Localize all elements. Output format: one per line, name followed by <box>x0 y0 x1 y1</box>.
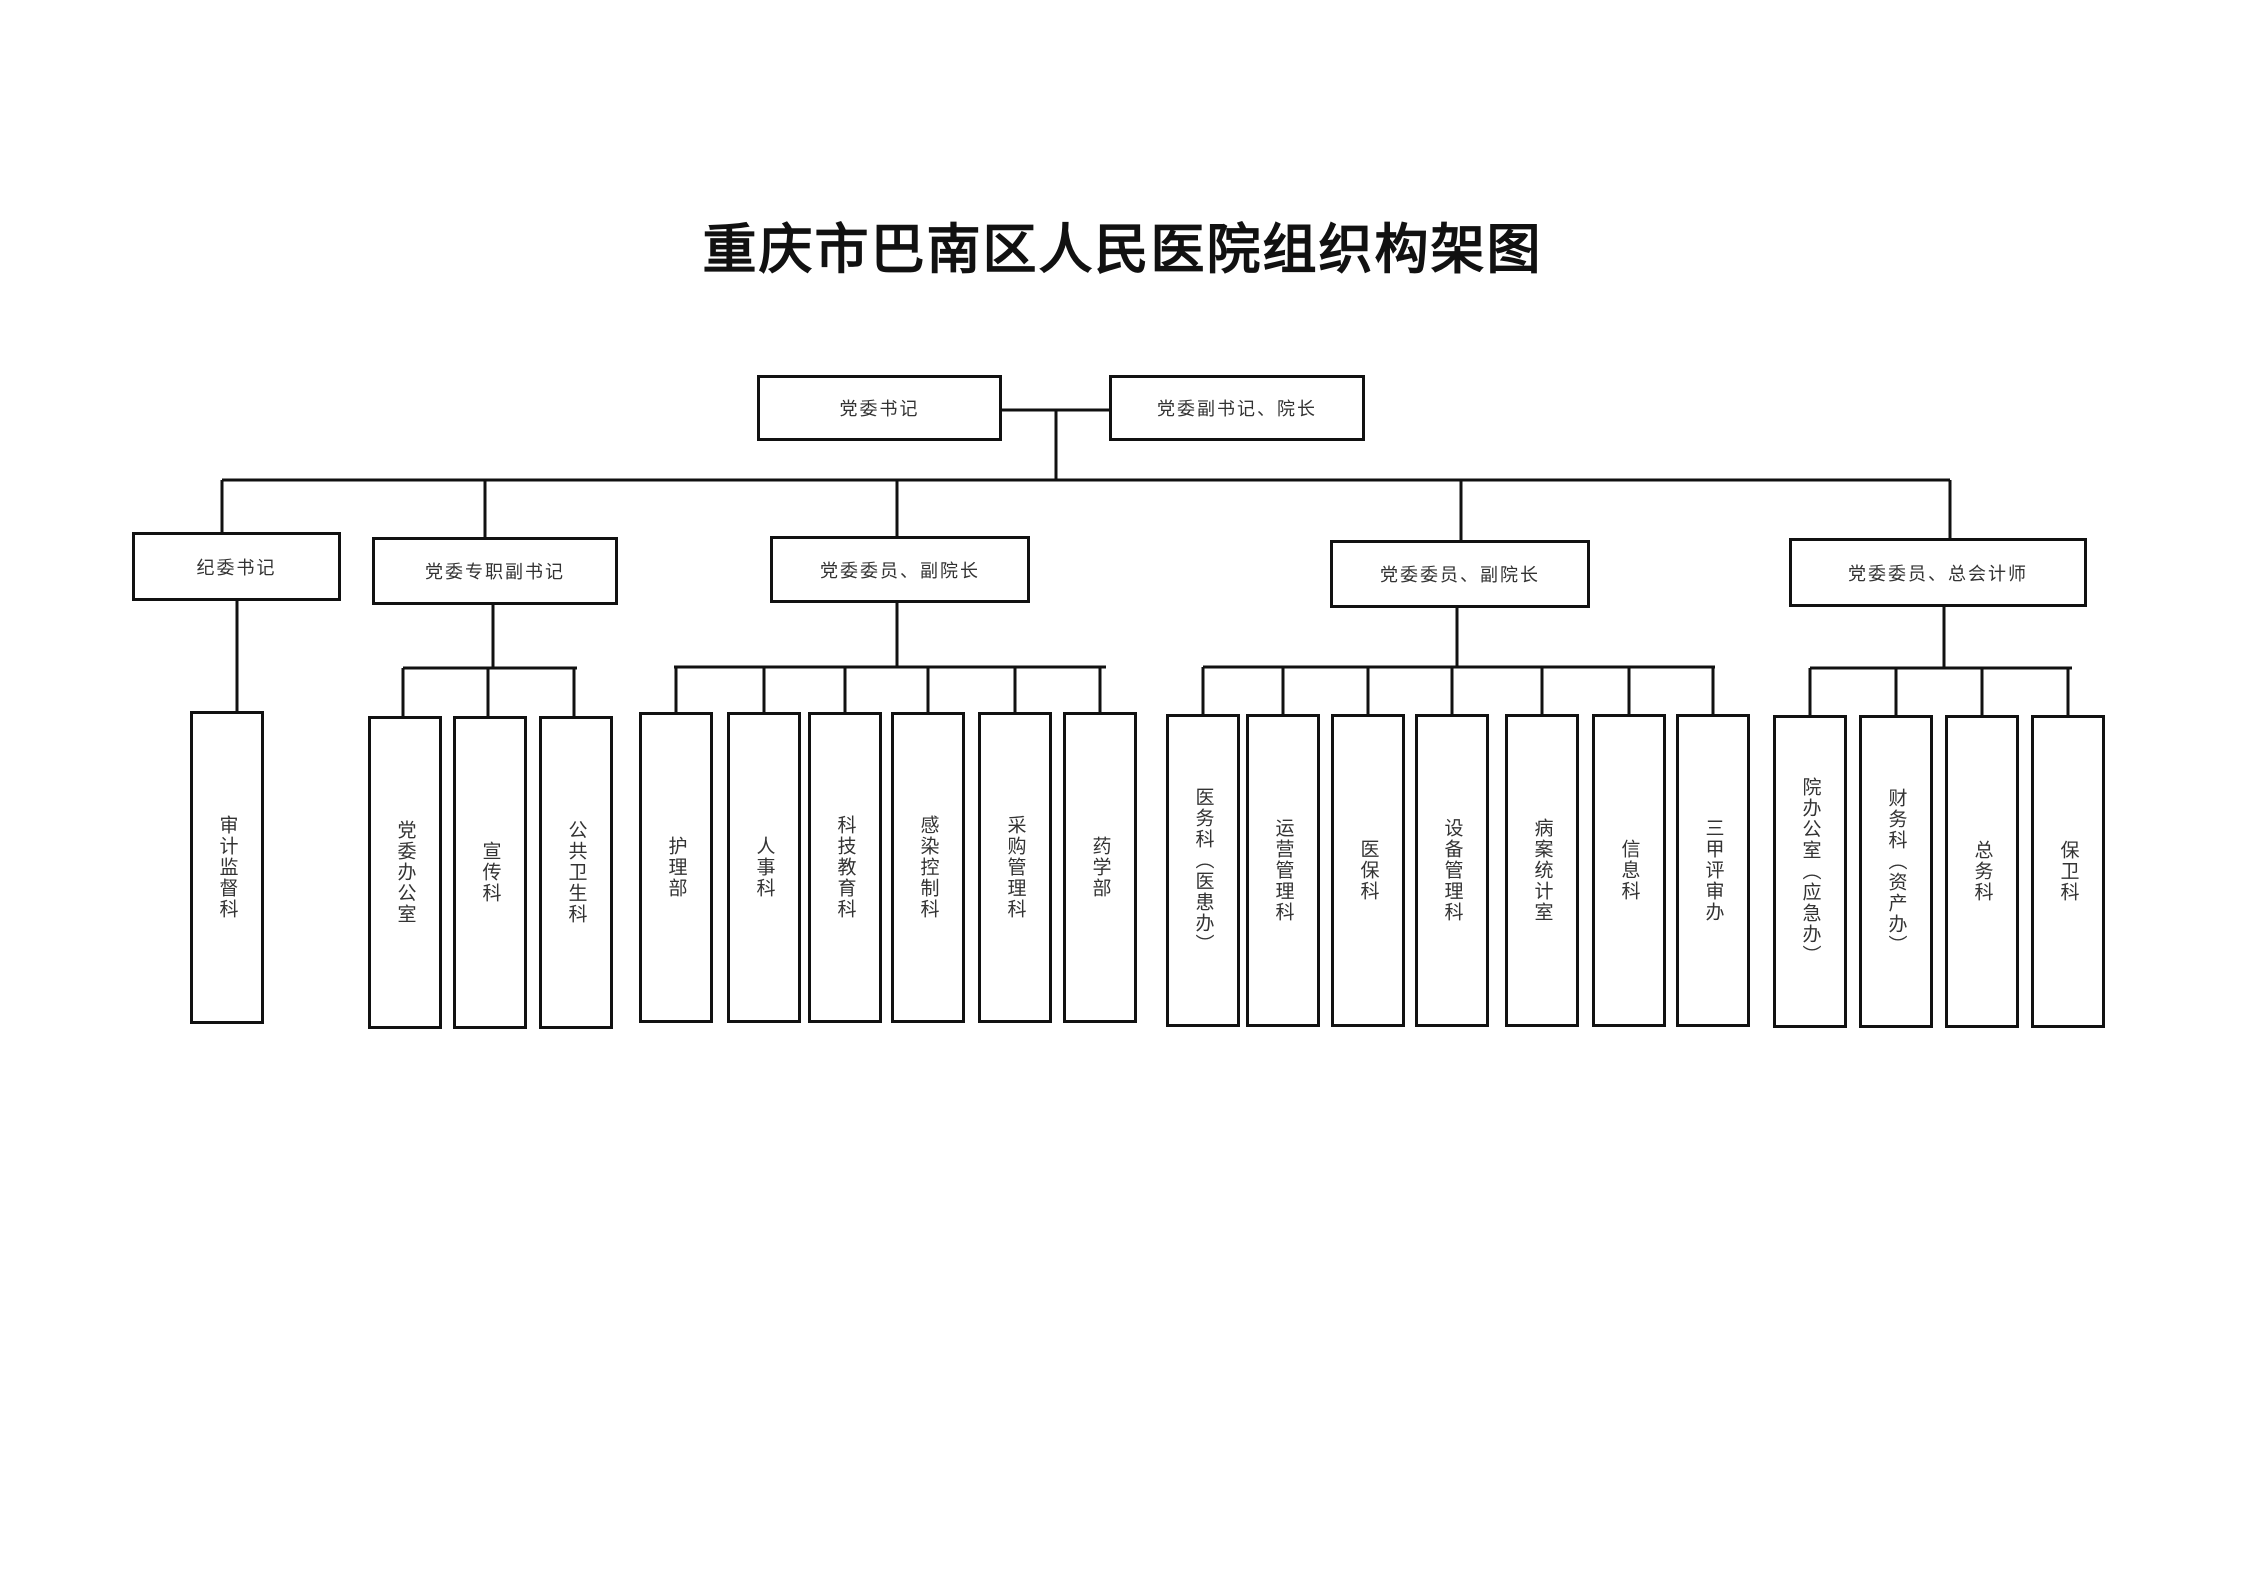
department-box: 病案统计室 <box>1505 714 1579 1027</box>
vice-president-1-label: 党委委员、副院长 <box>820 560 980 582</box>
chart-title: 重庆市巴南区人民医院组织构架图 <box>702 217 1543 281</box>
department-label: 三甲评审办 <box>1702 818 1725 923</box>
department-label: 科技教育科 <box>834 815 857 920</box>
vice-president-1-box: 党委委员、副院长 <box>770 536 1030 603</box>
chief-accountant-box: 党委委员、总会计师 <box>1789 538 2087 607</box>
discipline-secretary-label: 纪委书记 <box>196 557 277 579</box>
department-label: 医保科 <box>1357 839 1380 902</box>
party-secretary-label: 党委书记 <box>839 399 920 420</box>
department-label: 党委办公室 <box>394 820 417 925</box>
department-label: 医务科（医患办） <box>1192 786 1215 955</box>
department-box: 科技教育科 <box>808 712 882 1023</box>
department-box: 保卫科 <box>2031 715 2105 1028</box>
department-box: 审计监督科 <box>190 711 264 1024</box>
department-label: 宣传科 <box>479 841 502 904</box>
department-box: 设备管理科 <box>1415 714 1489 1027</box>
department-box: 信息科 <box>1592 714 1666 1027</box>
department-label: 财务科（资产办） <box>1885 787 1908 956</box>
department-box: 院办公室（应急办） <box>1773 715 1847 1028</box>
department-label: 人事科 <box>753 836 776 899</box>
chief-accountant-label: 党委委员、总会计师 <box>1848 563 2028 585</box>
department-box: 三甲评审办 <box>1676 714 1750 1027</box>
department-box: 感染控制科 <box>891 712 965 1023</box>
department-label: 采购管理科 <box>1004 815 1027 920</box>
department-box: 公共卫生科 <box>539 716 613 1029</box>
deputy-secretary-president-box: 党委副书记、院长 <box>1109 375 1365 441</box>
department-label: 护理部 <box>665 836 688 899</box>
vice-president-2-box: 党委委员、副院长 <box>1330 540 1590 608</box>
vice-president-2-label: 党委委员、副院长 <box>1380 565 1540 586</box>
department-label: 信息科 <box>1618 839 1641 902</box>
department-label: 公共卫生科 <box>565 820 588 925</box>
department-label: 总务科 <box>1971 840 1994 903</box>
deputy-secretary-president-label: 党委副书记、院长 <box>1157 399 1317 420</box>
department-label: 院办公室（应急办） <box>1799 777 1822 966</box>
department-label: 病案统计室 <box>1531 818 1554 923</box>
fulltime-deputy-secretary-label: 党委专职副书记 <box>425 562 565 583</box>
department-box: 护理部 <box>639 712 713 1023</box>
department-label: 运营管理科 <box>1272 818 1295 923</box>
department-label: 药学部 <box>1089 836 1112 899</box>
discipline-secretary-box: 纪委书记 <box>132 532 341 601</box>
department-label: 设备管理科 <box>1441 818 1464 923</box>
department-box: 党委办公室 <box>368 716 442 1029</box>
department-box: 医务科（医患办） <box>1166 714 1240 1027</box>
department-box: 宣传科 <box>453 716 527 1029</box>
department-label: 保卫科 <box>2057 840 2080 903</box>
fulltime-deputy-secretary-box: 党委专职副书记 <box>372 537 618 605</box>
department-label: 审计监督科 <box>216 815 239 920</box>
department-box: 人事科 <box>727 712 801 1023</box>
department-box: 药学部 <box>1063 712 1137 1023</box>
department-box: 医保科 <box>1331 714 1405 1027</box>
department-box: 总务科 <box>1945 715 2019 1028</box>
party-secretary-box: 党委书记 <box>757 375 1002 441</box>
department-label: 感染控制科 <box>917 815 940 920</box>
department-box: 采购管理科 <box>978 712 1052 1023</box>
department-box: 运营管理科 <box>1246 714 1320 1027</box>
department-box: 财务科（资产办） <box>1859 715 1933 1028</box>
